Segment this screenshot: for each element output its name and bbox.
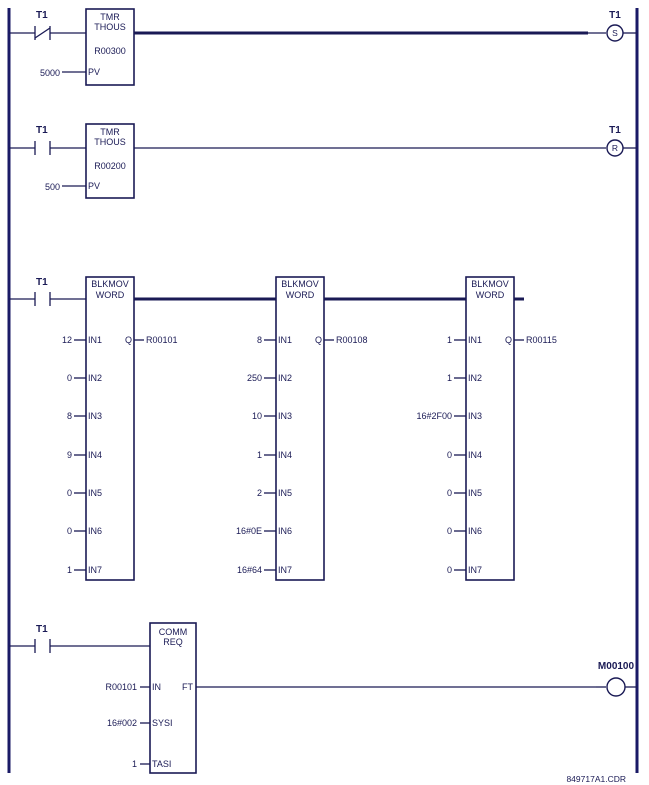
pv-value-2: 500 [45, 182, 60, 192]
blkmov-pin-label: IN2 [278, 373, 292, 383]
blkmov-pin-label: IN5 [468, 488, 482, 498]
blkmov-title: BLKMOV [91, 279, 129, 289]
blkmov-input-value: 1 [67, 565, 72, 575]
blkmov-sub: WORD [286, 290, 315, 300]
comm-pin-in: IN [152, 682, 161, 692]
blkmov-title: BLKMOV [471, 279, 509, 289]
pv-pin-label-1: PV [88, 67, 100, 77]
rung-3 [9, 292, 524, 306]
blkmov-q-output: R00115 [526, 335, 557, 345]
blkmov-input-value: 0 [67, 373, 72, 383]
blkmov-pin-label: IN6 [278, 526, 292, 536]
timer-type-1: TMR [100, 12, 120, 22]
coil-symbol-2: R [612, 143, 618, 153]
comm-sub: REQ [163, 637, 183, 647]
contact-label-2: T1 [36, 125, 48, 136]
blkmov-q-label: Q [315, 335, 322, 345]
comm-req-block [149, 622, 197, 774]
coil-symbol-1: S [612, 28, 618, 38]
timer-block-1 [85, 8, 135, 86]
blkmov-pin-label: IN7 [468, 565, 482, 575]
comm-value-tasi: 1 [132, 759, 137, 769]
blkmov-pin-label: IN4 [468, 450, 482, 460]
blkmov-block-3: BLKMOVWORDIN11IN21IN316#2F00IN40IN50IN60… [416, 276, 557, 581]
timer-register-2: R00200 [94, 161, 126, 171]
blkmov-q-output: R00108 [336, 335, 368, 345]
comm-pin-sysi: SYSI [152, 718, 173, 728]
blkmov-pin-label: IN2 [468, 373, 482, 383]
blkmov-pin-label: IN3 [278, 411, 292, 421]
comm-value-sysi: 16#002 [107, 718, 137, 728]
blkmov-input-value: 0 [67, 488, 72, 498]
blkmov-pin-label: IN5 [88, 488, 102, 498]
blkmov-blocks: BLKMOVWORDIN112IN20IN38IN49IN50IN60IN71Q… [62, 276, 557, 581]
rung-4 [9, 622, 637, 774]
blkmov-pin-label: IN4 [88, 450, 102, 460]
blkmov-input-value: 1 [447, 335, 452, 345]
blkmov-pin-label: IN4 [278, 450, 292, 460]
coil-label-2: T1 [609, 125, 621, 136]
blkmov-input-value: 0 [447, 450, 452, 460]
pv-pin-label-2: PV [88, 181, 100, 191]
blkmov-input-value: 16#2F00 [416, 411, 452, 421]
timer-register-1: R00300 [94, 46, 126, 56]
blkmov-pin-label: IN1 [468, 335, 482, 345]
blkmov-pin-label: IN1 [278, 335, 292, 345]
coil-label-1: T1 [609, 10, 621, 21]
blkmov-q-output: R00101 [146, 335, 178, 345]
blkmov-box [275, 276, 325, 581]
timer-sub-1: THOUS [94, 22, 126, 32]
drawing-id: 849717A1.CDR [566, 774, 626, 784]
contact-label-1: T1 [36, 10, 48, 21]
blkmov-input-value: 1 [257, 450, 262, 460]
blkmov-pin-label: IN2 [88, 373, 102, 383]
blkmov-input-value: 8 [67, 411, 72, 421]
blkmov-input-value: 0 [447, 526, 452, 536]
blkmov-pin-label: IN6 [88, 526, 102, 536]
rung-1 [9, 8, 637, 86]
blkmov-block-1: BLKMOVWORDIN112IN20IN38IN49IN50IN60IN71Q… [62, 276, 178, 581]
comm-ft-label: FT [182, 682, 193, 692]
blkmov-pin-label: IN1 [88, 335, 102, 345]
blkmov-pin-label: IN5 [278, 488, 292, 498]
blkmov-q-label: Q [505, 335, 512, 345]
contact-label-3: T1 [36, 277, 48, 288]
blkmov-input-value: 0 [67, 526, 72, 536]
blkmov-pin-label: IN7 [278, 565, 292, 575]
comm-pin-tasi: TASI [152, 759, 171, 769]
blkmov-input-value: 0 [447, 565, 452, 575]
timer-type-2: TMR [100, 127, 120, 137]
timer-block-2 [85, 123, 135, 199]
comm-title: COMM [159, 627, 188, 637]
blkmov-pin-label: IN3 [88, 411, 102, 421]
blkmov-input-value: 16#0E [236, 526, 262, 536]
coil-label-4: M00100 [598, 661, 635, 672]
blkmov-pin-label: IN6 [468, 526, 482, 536]
output-coil-4 [606, 677, 626, 697]
blkmov-input-value: 8 [257, 335, 262, 345]
blkmov-q-label: Q [125, 335, 132, 345]
rung-2 [9, 123, 637, 199]
contact-label-4: T1 [36, 624, 48, 635]
blkmov-input-value: 16#64 [237, 565, 262, 575]
blkmov-input-value: 1 [447, 373, 452, 383]
comm-value-in: R00101 [105, 682, 137, 692]
pv-value-1: 5000 [40, 68, 60, 78]
blkmov-input-value: 0 [447, 488, 452, 498]
blkmov-input-value: 250 [247, 373, 262, 383]
blkmov-pin-label: IN7 [88, 565, 102, 575]
blkmov-sub: WORD [476, 290, 505, 300]
blkmov-title: BLKMOV [281, 279, 319, 289]
blkmov-input-value: 2 [257, 488, 262, 498]
blkmov-box [85, 276, 135, 581]
blkmov-input-value: 9 [67, 450, 72, 460]
timer-sub-2: THOUS [94, 137, 126, 147]
blkmov-box [465, 276, 515, 581]
blkmov-input-value: 10 [252, 411, 262, 421]
blkmov-input-value: 12 [62, 335, 72, 345]
blkmov-sub: WORD [96, 290, 125, 300]
blkmov-pin-label: IN3 [468, 411, 482, 421]
